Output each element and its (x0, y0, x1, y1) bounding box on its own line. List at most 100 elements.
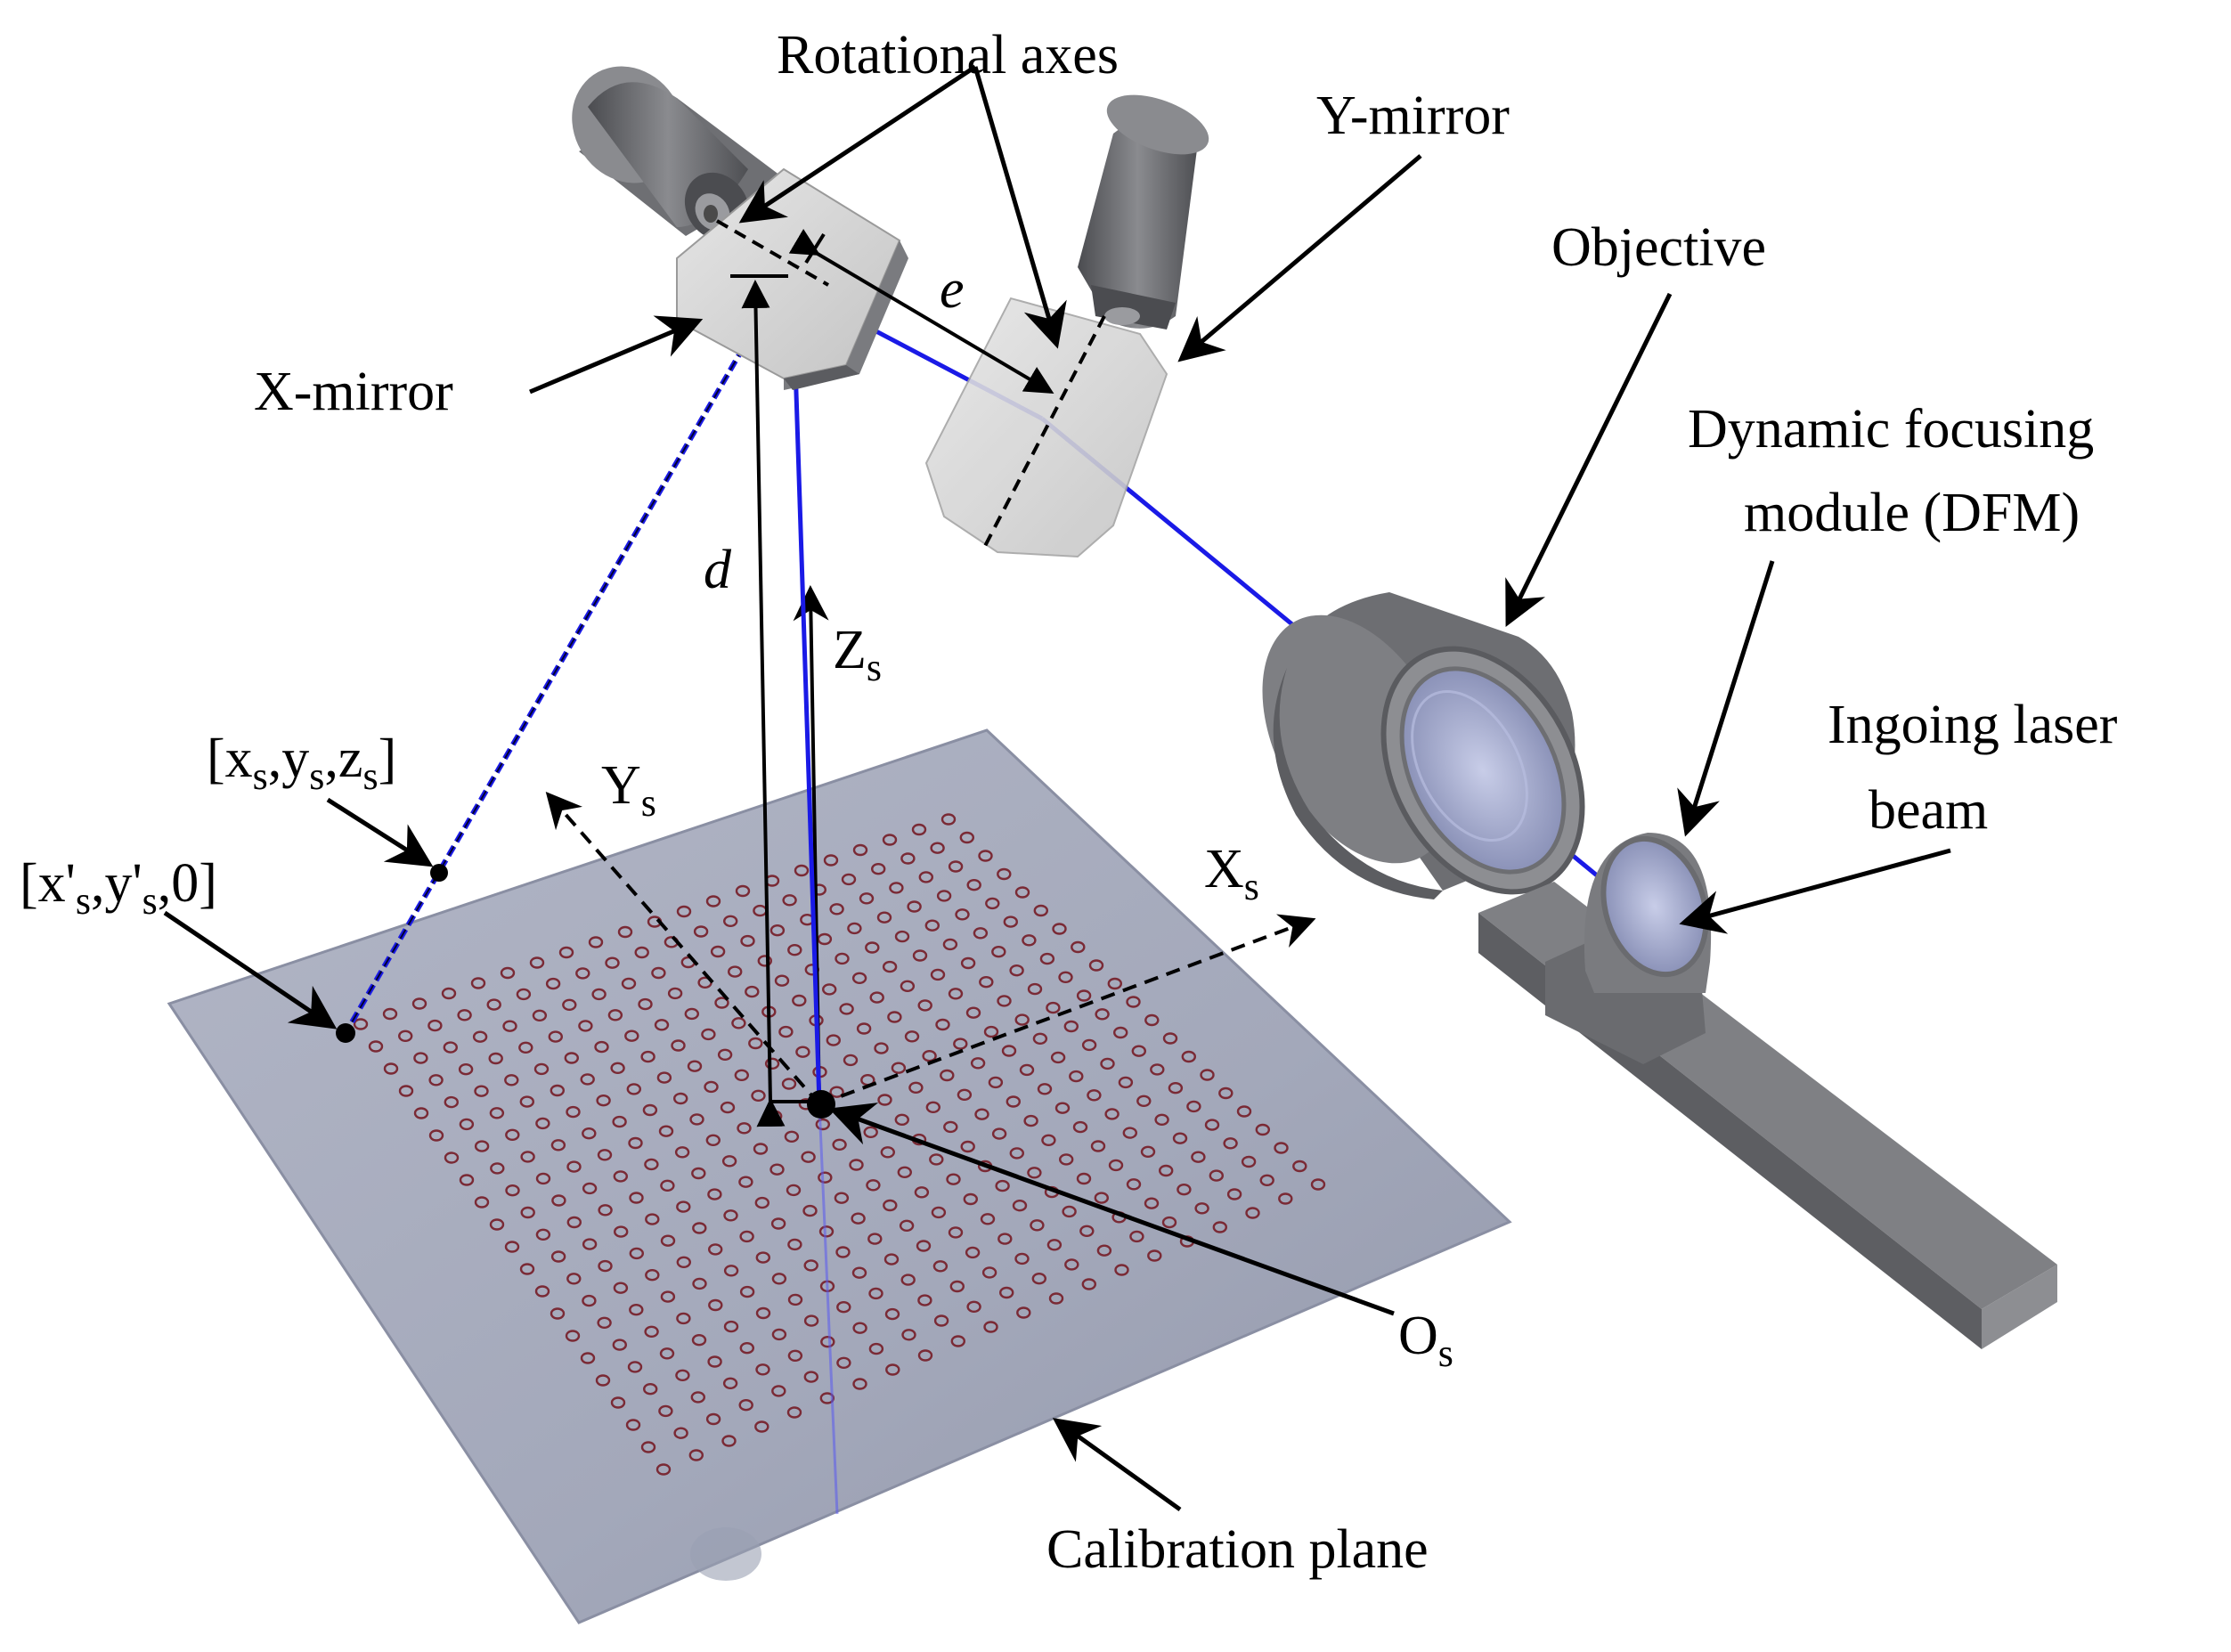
target-dot (933, 1314, 949, 1327)
target-dot (533, 1062, 550, 1076)
target-dot (1131, 1045, 1147, 1057)
target-dot (1154, 1113, 1169, 1127)
target-dot (486, 998, 501, 1011)
target-dot (1259, 1174, 1274, 1187)
target-dot (852, 1322, 867, 1334)
target-dot (884, 1307, 900, 1321)
target-dot (1064, 1258, 1079, 1271)
target-dot (834, 1192, 850, 1204)
target-dot (1172, 1132, 1188, 1144)
target-dot (880, 1146, 895, 1159)
label-objective: Objective (1551, 217, 1766, 278)
y-mirror-motor (1078, 94, 1209, 330)
target-dot (1090, 1140, 1106, 1152)
target-dot (1069, 1070, 1084, 1083)
target-dot (949, 1280, 965, 1293)
target-dot (673, 1092, 688, 1105)
target-dot (660, 1179, 675, 1192)
target-dot (1016, 1306, 1031, 1319)
target-dot (656, 1071, 672, 1084)
target-dot (935, 1018, 950, 1031)
target-dot (1181, 1050, 1197, 1063)
target-dot (908, 1081, 924, 1095)
target-dot (500, 966, 516, 980)
target-dot (640, 1050, 655, 1063)
target-dot (997, 995, 1012, 1007)
target-dot (722, 1377, 738, 1390)
target-dot (723, 1265, 739, 1277)
target-dot (836, 1300, 851, 1314)
target-dot (443, 1041, 458, 1054)
target-dot (1071, 940, 1086, 954)
target-dot (1204, 1119, 1220, 1131)
target-dot (787, 1238, 802, 1251)
target-dot (610, 1062, 625, 1075)
target-dot (645, 1213, 660, 1225)
target-dot (505, 1184, 520, 1197)
target-dot (489, 1107, 505, 1119)
target-dot (676, 905, 692, 918)
target-dot (1140, 1145, 1156, 1159)
target-dot (578, 1020, 593, 1032)
target-dot (674, 1146, 690, 1159)
target-dot (1014, 1252, 1030, 1265)
target-dot (822, 983, 837, 996)
target-dot (957, 1088, 973, 1102)
dimension-e (788, 228, 1054, 395)
target-dot (851, 972, 867, 985)
target-dot (1019, 1063, 1035, 1077)
target-dot (869, 991, 884, 1004)
target-dot (974, 1108, 989, 1120)
target-dot (444, 1152, 460, 1164)
target-dot (887, 1011, 902, 1023)
target-dot (413, 1107, 429, 1119)
target-dot (428, 1129, 444, 1142)
label-y-mirror: Y-mirror (1316, 85, 1510, 146)
target-dot (1274, 1142, 1289, 1154)
target-dot (548, 1030, 563, 1043)
target-dot (459, 1174, 475, 1186)
target-dot (1072, 1120, 1088, 1134)
target-dot (932, 1260, 949, 1273)
target-dot (1292, 1160, 1307, 1173)
target-dot (1186, 1100, 1201, 1113)
target-dot (675, 1369, 690, 1382)
label-e: e (940, 259, 965, 320)
label-ys: Ys (601, 755, 656, 825)
target-dot (707, 1355, 722, 1368)
x-mirror-assembly (572, 66, 908, 390)
target-dot (504, 1241, 520, 1253)
target-dot (470, 977, 486, 989)
target-dot (551, 1194, 566, 1207)
target-dot (520, 1206, 535, 1219)
target-dot (883, 1253, 900, 1265)
target-dot (691, 1167, 706, 1180)
target-dot (771, 1385, 786, 1397)
target-dot (676, 1200, 691, 1213)
target-dot (963, 1192, 979, 1206)
target-dot (1241, 1155, 1257, 1168)
target-dot (922, 1049, 937, 1062)
target-dot (1194, 1202, 1209, 1215)
target-dot (634, 946, 649, 959)
target-dot (398, 1085, 414, 1097)
label-os: Os (1398, 1306, 1453, 1375)
target-dot (689, 1113, 704, 1126)
target-dot (588, 936, 604, 948)
target-dot (953, 1038, 968, 1050)
target-dot (1014, 1013, 1030, 1026)
target-dot (1144, 1197, 1160, 1209)
callout-arrows (163, 64, 1951, 1512)
target-dot (769, 1163, 785, 1176)
target-dot (566, 1160, 582, 1173)
target-dot (516, 988, 532, 1001)
target-dot (1209, 1169, 1225, 1182)
target-dot (676, 1312, 691, 1325)
dfm-rail-end (1982, 1265, 2057, 1349)
target-dot (900, 852, 916, 865)
target-dot (721, 1435, 737, 1447)
target-dot (566, 1105, 581, 1119)
origin-point (807, 1090, 835, 1119)
target-dot (701, 1028, 716, 1041)
target-dot (894, 1113, 909, 1127)
